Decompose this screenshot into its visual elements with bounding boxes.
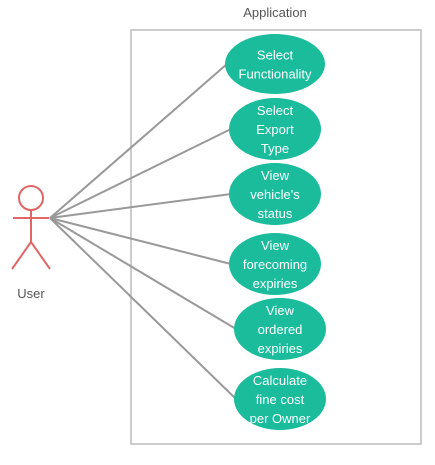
use-case-ellipse: [229, 163, 321, 225]
use-case-label: Type: [261, 141, 289, 156]
use-case-label: status: [258, 206, 293, 221]
use-case-ellipse: [229, 233, 321, 295]
use-case-ellipse: [225, 34, 325, 94]
association-line: [49, 217, 237, 330]
use-case-label: Select: [257, 103, 294, 118]
use-case-label: View: [261, 238, 290, 253]
actor-right-leg: [30, 241, 51, 270]
use-case-label: expiries: [258, 341, 303, 356]
use-case-label: forecoming: [243, 257, 307, 272]
use-case-label: expiries: [253, 276, 298, 291]
use-case-label: fine cost: [256, 392, 305, 407]
use-case-label: per Owner: [250, 411, 311, 426]
actor-left-leg: [11, 241, 32, 270]
use-case-label: View: [261, 168, 290, 183]
use-case: View ordered expiries: [234, 298, 326, 360]
use-case-label: View: [266, 303, 295, 318]
use-case: Calculate fine cost per Owner: [234, 368, 326, 430]
use-case: View forecoming expiries: [229, 233, 321, 295]
association-line: [49, 217, 237, 400]
actor-label: User: [17, 286, 45, 301]
association-line: [49, 217, 232, 265]
system-title: Application: [243, 5, 307, 20]
use-case-label: Select: [257, 48, 294, 63]
association-line: [49, 193, 232, 219]
association-line: [49, 128, 232, 219]
system-boundary: [130, 29, 422, 445]
use-case-label: ordered: [258, 322, 303, 337]
use-case-label: Export: [256, 122, 294, 137]
use-cases: SelectFunctionalitySelectExportTypeViewv…: [225, 34, 326, 430]
association-line: [49, 63, 228, 219]
actor-user: [11, 185, 51, 270]
use-case-label: Functionality: [239, 67, 312, 82]
use-case-ellipse: [229, 98, 321, 160]
use-case-label: vehicle's: [250, 187, 300, 202]
use-case-label: Calculate: [253, 373, 307, 388]
actor-head: [18, 185, 44, 211]
associations: [49, 63, 237, 400]
use-case-ellipse: [234, 368, 326, 430]
use-case-ellipse: [234, 298, 326, 360]
use-case: View vehicle's status: [229, 163, 321, 225]
